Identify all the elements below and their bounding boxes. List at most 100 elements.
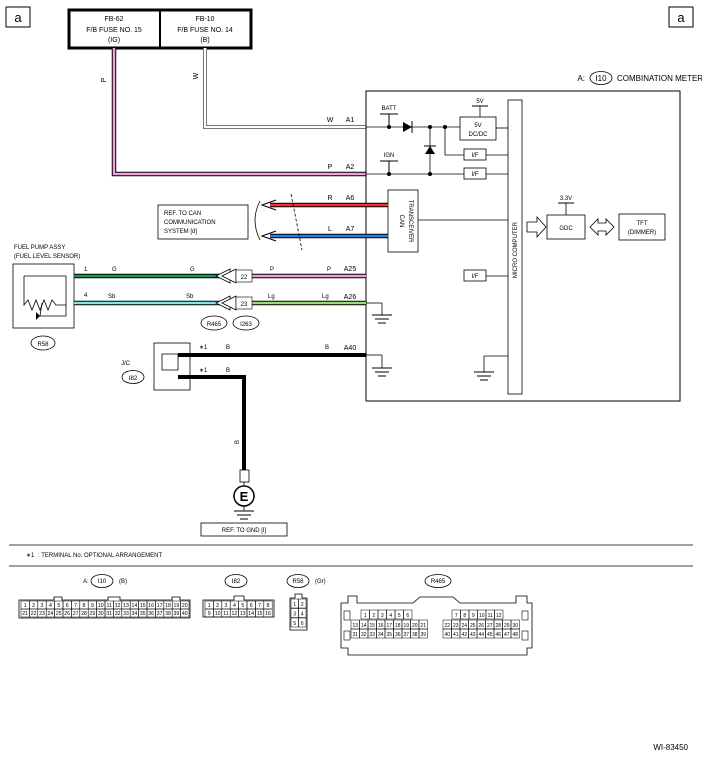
pin-number: 40 [182,611,188,617]
pin-cell [418,628,428,639]
pin-number: 16 [148,603,154,609]
wire-b-1-label-1: B [226,345,230,351]
pin-number: 42 [461,632,467,638]
wire-p-outline [111,48,366,177]
wire-p-label-v: P [101,77,108,82]
pin-number: 4 [49,603,52,609]
pin-number: 13 [352,623,358,629]
if-box-3 [463,269,487,282]
pin-number: 1 [364,613,367,619]
wire-g-label-1: G [112,267,117,273]
junction-conn-1-oval [200,315,228,331]
gdc-voltage-label: 3.3V [560,196,572,202]
dcdc-label-2: DC/DC [469,132,489,138]
figure-id: WI-83450 [653,743,688,752]
pin-number: 27 [487,623,493,629]
jc-box [153,342,191,391]
pin-number: 1 [24,603,27,609]
pin-number: 10 [215,611,221,617]
pin-number: 6 [406,613,409,619]
pin-number: 36 [148,611,154,617]
pin-number: 13 [123,603,129,609]
wire-lg-label-2: Lg [322,294,329,300]
pin-a2: A2 [346,164,355,171]
wire-b-2-label-v: B [235,440,241,444]
pin-number: 40 [444,632,450,638]
pin-number: 25 [470,623,476,629]
pin-number: 12 [496,613,502,619]
pin-cell [263,608,273,618]
pin-number: 17 [157,603,163,609]
pin-number: 21 [420,623,426,629]
pin-number: 2 [372,613,375,619]
pin-number: 27 [73,611,79,617]
dcdc-box [459,116,497,141]
pin-number: 4 [389,613,392,619]
i82-name: I82 [232,579,241,585]
wire-lg-label-1: Lg [268,294,275,300]
pin-number: 2 [216,603,219,609]
pin-number: 26 [64,611,70,617]
pin-number: 14 [248,611,254,617]
jc-mark-1: ∗1 [199,345,208,351]
tft-label-2: (DIMMER) [628,230,656,236]
pin-number: 8 [83,603,86,609]
if-box-1 [463,148,487,161]
diode-1-icon [403,122,412,132]
pin-number: 11 [223,611,228,617]
can-arrow-l-icon [260,230,277,242]
sensor-label-1: FUEL PUMP ASSY [14,245,65,251]
junction-pin-22-label: 22 [241,275,248,281]
pin-number: 15 [140,603,146,609]
pin-number: 12 [232,611,238,617]
gdc-tft-arrow-icon [589,218,615,236]
pin-number: 34 [132,611,138,617]
pin-number: 47 [504,632,510,638]
meter-connector-oval [589,71,613,85]
if-box-2 [463,167,487,180]
if-label-1: I/F [472,153,479,159]
pin-number: 9 [472,613,475,619]
ign-label: IGN [384,153,395,159]
pin-number: 28 [495,623,501,629]
wire-l-label: L [328,226,332,233]
pin-number: 37 [403,632,409,638]
junction-conn-1: R465 [207,322,222,328]
r465-name: R465 [431,579,446,585]
wire-b-1-label-2: B [325,345,329,351]
pin-number: 30 [98,611,104,617]
pin-number: 46 [495,632,501,638]
pin-cell [298,617,307,628]
pin-number: 16 [378,623,384,629]
pin-number: 44 [478,632,484,638]
pin-number: 8 [267,603,270,609]
wire-b-2 [178,375,246,470]
pin-number: 18 [395,623,401,629]
ground-ref: REF. TO GND [I] [222,528,267,534]
pin-number: 29 [504,623,510,629]
pin-number: 7 [258,603,261,609]
pin-number: 23 [39,611,45,617]
pin-number: 32 [361,632,367,638]
junction-conn-2: I263 [240,322,252,328]
pin-number: 32 [115,611,121,617]
pin-number: 15 [369,623,375,629]
dcdc-label-1: 5V [474,123,481,129]
note-mark: ∗1 [26,553,35,559]
fuse-fb10-type: (B) [200,37,209,44]
can-transceiver-box [387,189,419,253]
pin-number: 26 [478,623,484,629]
if-label-2: I/F [472,172,479,178]
batt-label: BATT [382,106,397,112]
wire-g-label-2: G [190,267,195,273]
pin-number: 10 [479,613,485,619]
note-text: : TERMINAL No. OPTIONAL ARRANGEMENT [38,553,162,559]
junction-conn-2-oval [232,315,260,331]
r58-color: (Gr) [315,579,326,585]
can-label-1: CAN [398,215,404,228]
pin-number: 48 [512,632,518,638]
if-label-3: I/F [472,274,479,280]
